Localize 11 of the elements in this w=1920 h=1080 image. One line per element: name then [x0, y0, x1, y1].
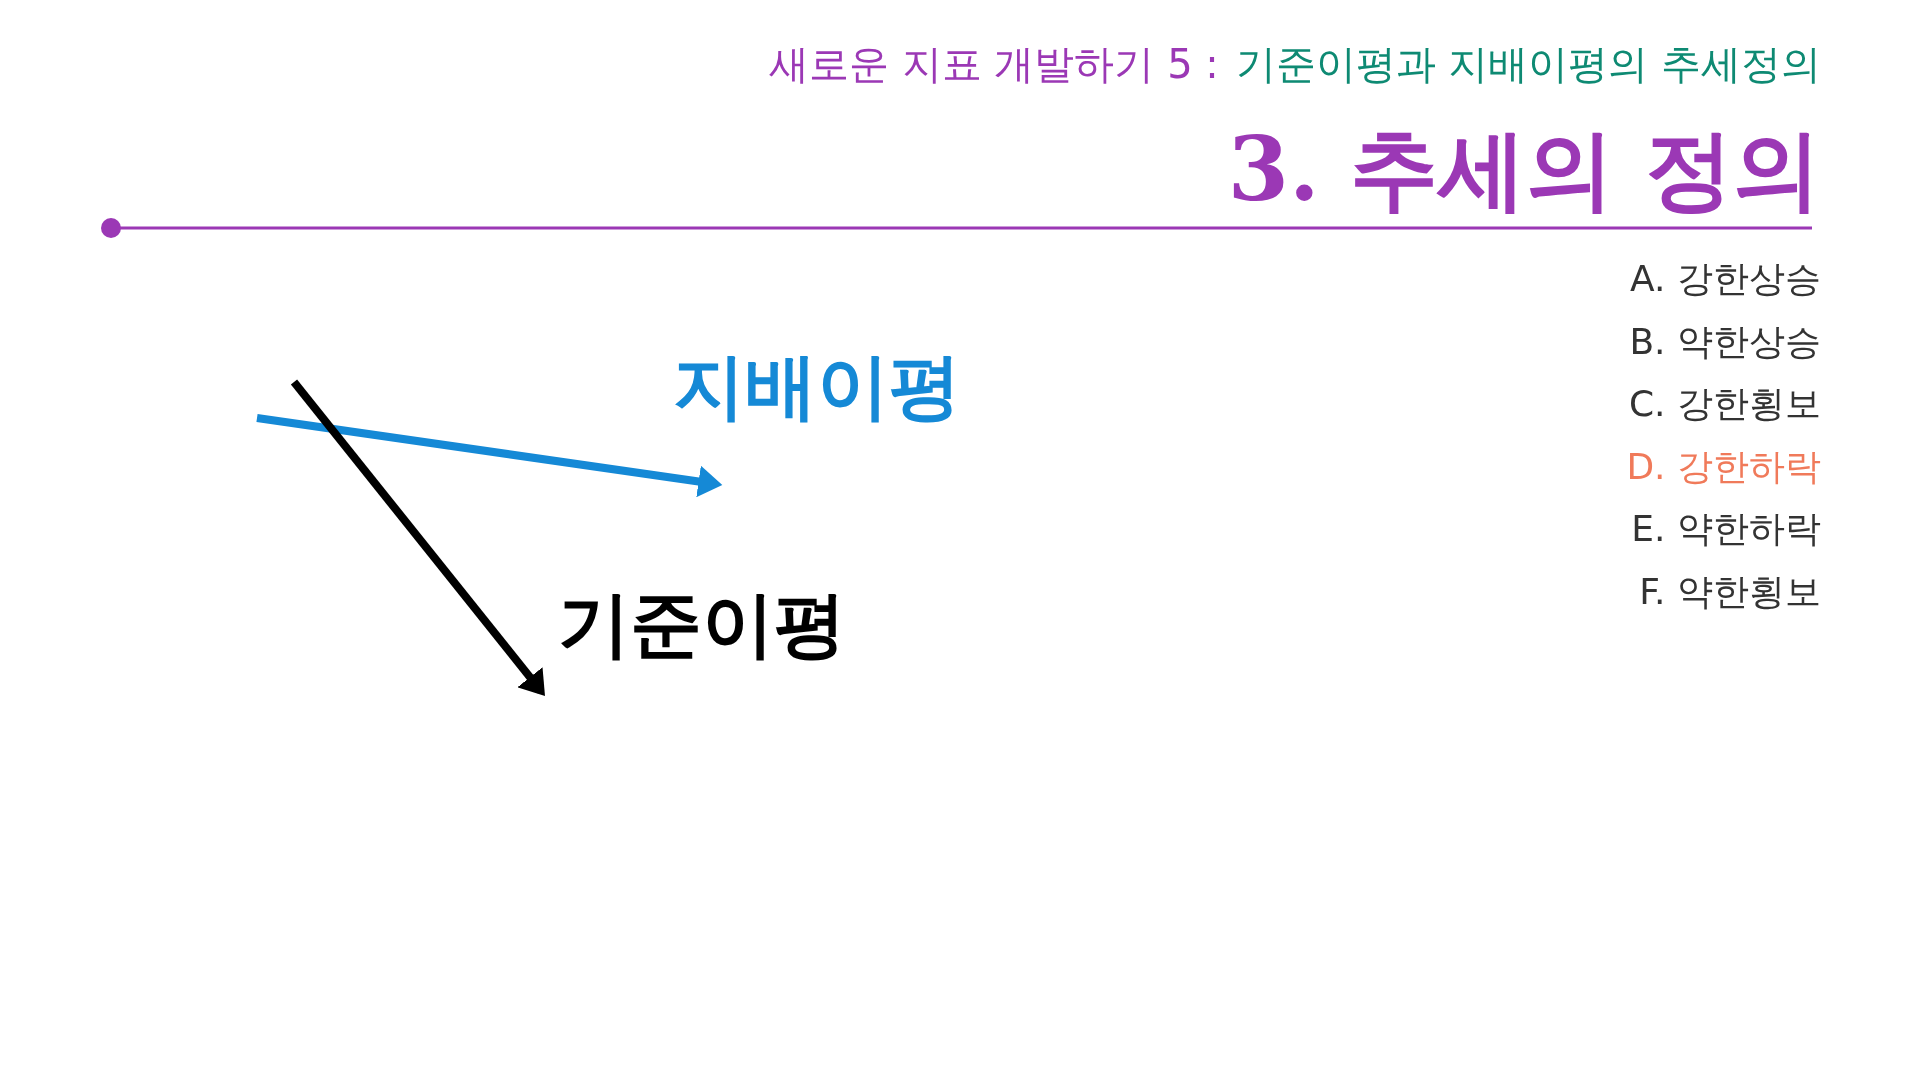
slide-heading: 3. 추세의 정의 [1227, 125, 1821, 213]
list-item: F. 약한횡보 [1639, 574, 1821, 610]
arrow-label: 기준이평 [558, 588, 846, 660]
list-item: B. 약한상승 [1629, 324, 1821, 360]
list-item: C. 강한횡보 [1628, 386, 1821, 422]
subtitle-text: 새로운 지표 개발하기 5 : [769, 41, 1219, 87]
list-item: D. 강한하락 [1626, 449, 1821, 485]
list-item: A. 강한상승 [1630, 261, 1821, 297]
subtitle-text: 기준이평과 지배이평의 추세정의 [1235, 41, 1821, 87]
arrow-label: 지배이평 [673, 350, 961, 422]
list-item: E. 약한하락 [1631, 511, 1821, 547]
